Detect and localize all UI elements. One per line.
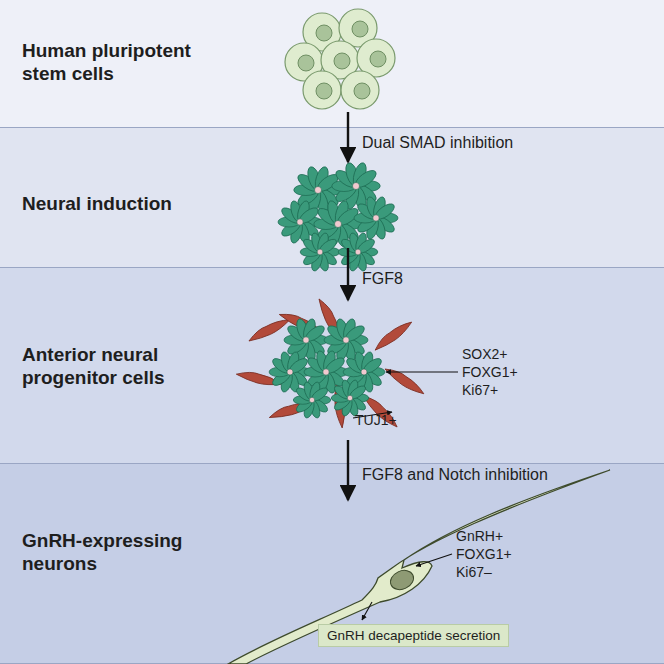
stage-band: GnRH-expressing neuronsGnRH decapeptide … [0,464,664,664]
stage-title: Anterior neural progenitor cells [22,343,222,389]
gnrh-neuron [228,470,610,664]
edge-label: FGF8 [362,270,403,288]
marker-label: Ki67– [456,564,492,580]
step-arrow [347,248,349,300]
marker-label: Ki67+ [462,382,498,398]
stage-title: GnRH-expressing neurons [22,529,222,575]
box-text: GnRH decapeptide secretion [327,628,500,643]
step-arrow [347,440,349,500]
edge-label: Dual SMAD inhibition [362,134,513,152]
secretion-box: GnRH decapeptide secretion [318,624,509,647]
marker-label: TUJ1+ [355,412,397,428]
progenitor-cluster [235,297,427,430]
neural-rosettes [278,161,398,272]
marker-label: FOXG1+ [462,364,518,380]
marker-label: FOXG1+ [456,546,512,562]
leader-lines [353,372,458,620]
stage-title: Human pluripotent stem cells [22,39,222,85]
stem-cell-cluster [285,9,395,109]
marker-label: SOX2+ [462,346,508,362]
stage-title: Neural induction [22,192,222,215]
step-arrow [347,112,349,162]
marker-label: GnRH+ [456,528,503,544]
edge-label: FGF8 and Notch inhibition [362,466,548,484]
